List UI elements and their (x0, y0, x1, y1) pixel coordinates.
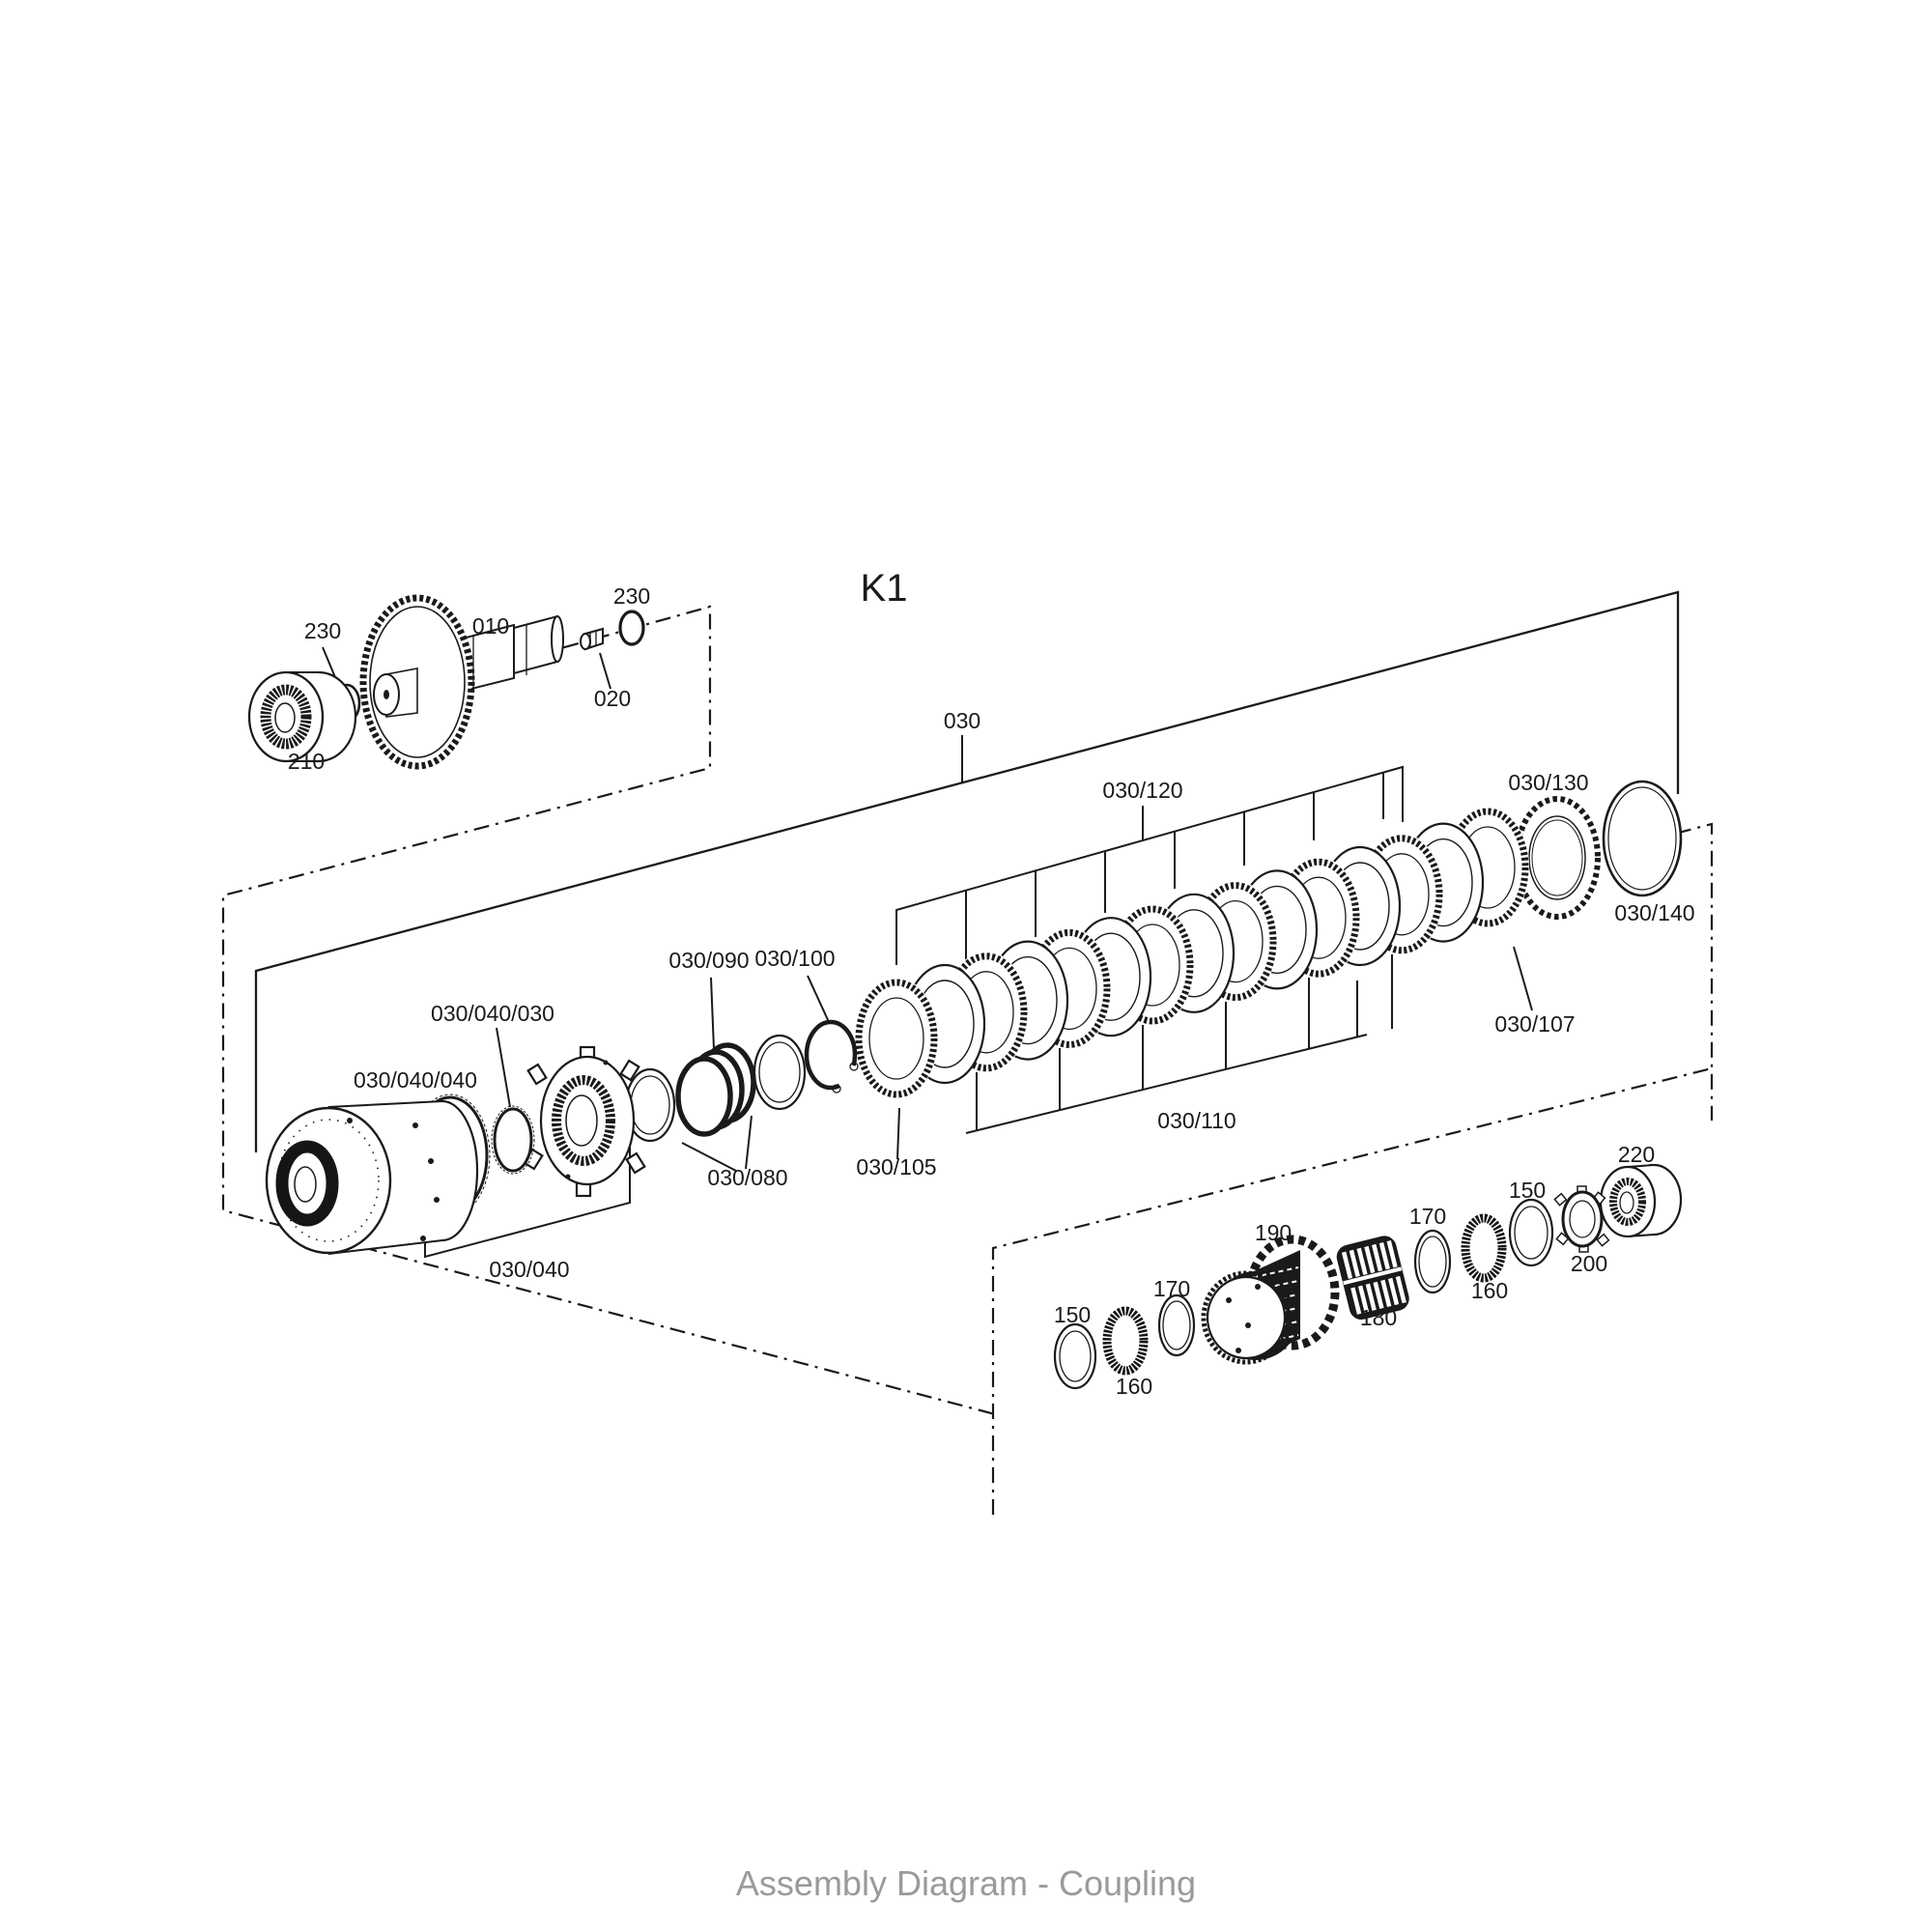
ring-170-left (1157, 1293, 1196, 1357)
clutch-disc-pack (855, 780, 1683, 1099)
leader-030-105 (896, 1107, 900, 1160)
ring-230-right (618, 610, 645, 646)
part-label-030-107: 030/107 (1494, 1011, 1575, 1037)
pin-020 (580, 627, 604, 651)
part-label-230-left: 230 (304, 618, 341, 643)
piston-030-040 (523, 1045, 646, 1198)
bearing-220 (1599, 1163, 1683, 1238)
part-label-170-left: 170 (1153, 1276, 1190, 1301)
part-label-010: 010 (472, 613, 509, 639)
part-label-170-right: 170 (1409, 1204, 1446, 1229)
ring-160-right (1461, 1213, 1507, 1283)
leader-030-040-030 (496, 1027, 511, 1108)
part-label-030-040-030: 030/040/030 (431, 1001, 554, 1026)
part-label-030-140: 030/140 (1614, 900, 1694, 925)
boundary-shaft-and-main-group (221, 605, 996, 1416)
bracket-030-120 (895, 765, 1404, 965)
part-label-030: 030 (944, 708, 980, 733)
brackets-and-leaders (322, 646, 1533, 1259)
part-label-030-040-040: 030/040/040 (354, 1067, 477, 1093)
part-label-030-040: 030/040 (489, 1257, 569, 1282)
ring-030-080-right (753, 1034, 807, 1111)
diagram-caption: Assembly Diagram - Coupling (736, 1863, 1196, 1903)
leader-020 (599, 652, 611, 690)
part-label-150-right: 150 (1509, 1178, 1546, 1203)
washer-150-left (1053, 1322, 1097, 1390)
part-label-030-120: 030/120 (1102, 778, 1182, 803)
input-shaft-group (247, 594, 645, 770)
part-label-220: 220 (1618, 1142, 1655, 1167)
piston-and-springs-group (265, 1019, 859, 1255)
labels: 230 010 230 020 210 K1 030 030/120 030/1… (288, 567, 1695, 1903)
bearing-210 (247, 670, 357, 763)
leader-030-100 (807, 975, 830, 1023)
leader-030-090 (710, 977, 715, 1050)
needle-cage-180 (1336, 1236, 1409, 1321)
gear-010 (359, 594, 475, 770)
lock-plate-200 (1553, 1185, 1610, 1253)
frame-assembly-030 (254, 590, 1680, 1152)
ring-170-right (1413, 1229, 1452, 1294)
spring-stack-030-090 (675, 1042, 756, 1137)
part-label-160-right: 160 (1471, 1278, 1508, 1303)
part-label-200: 200 (1571, 1251, 1607, 1276)
part-label-030-105: 030/105 (856, 1154, 936, 1179)
snap-ring-030-140 (1602, 780, 1683, 897)
part-label-030-100: 030/100 (754, 946, 835, 971)
part-label-180: 180 (1360, 1305, 1397, 1330)
o-ring-030-040-030 (491, 1105, 535, 1175)
leader-030-107 (1513, 946, 1533, 1011)
diagram-title: K1 (861, 567, 908, 610)
snap-ring-030-100 (804, 1019, 859, 1094)
part-label-030-130: 030/130 (1508, 770, 1588, 795)
clutch-hub-gear-190 (1201, 1235, 1340, 1365)
boundary-lower-group (991, 1066, 1713, 1515)
clutch-drum (265, 1099, 479, 1255)
part-label-210: 210 (288, 749, 325, 774)
ring-160-left (1102, 1306, 1149, 1376)
leader-030-080-b (745, 1115, 753, 1170)
part-label-230-right: 230 (613, 583, 650, 609)
part-label-030-080: 030/080 (707, 1165, 787, 1190)
friction-disc-030-105 (855, 978, 938, 1099)
leader-030-080-a (681, 1142, 737, 1172)
part-label-030-110: 030/110 (1157, 1108, 1236, 1133)
part-label-190: 190 (1255, 1220, 1292, 1245)
part-label-150-left: 150 (1054, 1302, 1091, 1327)
bracket-030-110 (965, 1034, 1368, 1134)
part-label-020: 020 (594, 686, 631, 711)
end-plate-030-130 (1514, 796, 1601, 920)
output-gear-group (1053, 1163, 1683, 1390)
bracket-ticks (965, 773, 1393, 1130)
part-label-160-left: 160 (1116, 1374, 1152, 1399)
part-label-030-090: 030/090 (668, 948, 749, 973)
washer-150-right (1508, 1198, 1554, 1267)
